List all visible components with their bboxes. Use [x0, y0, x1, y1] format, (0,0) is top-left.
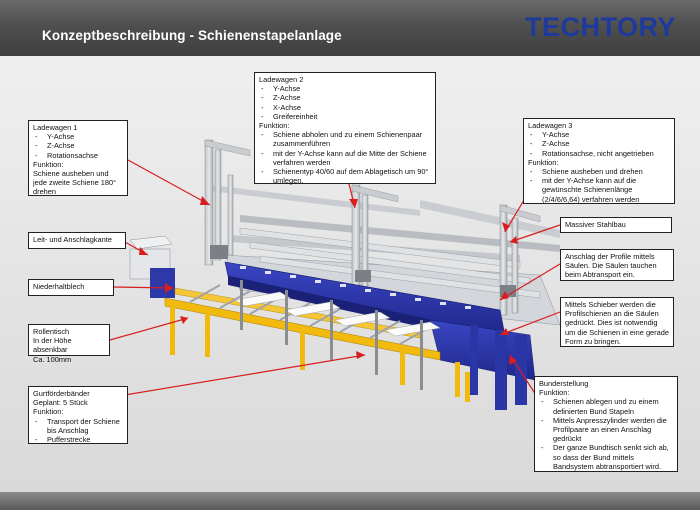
callout-line: Funktion:	[33, 407, 64, 417]
callout-massiver-stahlbau: Massiver Stahlbau	[560, 217, 672, 233]
callout-schieber: Mittels Schieber werden die Profilschien…	[560, 297, 674, 347]
callout-ladewagen-2: Ladewagen 2 Y-Achse Z-Achse X-Achse Grei…	[254, 72, 436, 185]
footer-bar	[0, 492, 700, 510]
callout-title: Ladewagen 2	[259, 75, 304, 84]
callout-ladewagen-1: Ladewagen 1 Y-Achse Z-Achse Rotationsach…	[28, 120, 128, 196]
callout-title: Ladewagen 3	[528, 121, 573, 130]
callout-line: Rollentisch	[33, 327, 70, 336]
callout-text: Schiene ausheben und jede zweite Schiene…	[33, 169, 117, 197]
callout-funktion-label: Funktion:	[539, 388, 570, 398]
callout-item: Der ganze Bundtisch senkt sich ab, so da…	[539, 443, 673, 471]
callout-item: Y-Achse	[259, 84, 431, 93]
yellow-roller-table	[164, 284, 470, 402]
page-title: Konzeptbeschreibung - Schienenstapelanla…	[42, 28, 342, 43]
callout-text: Leit- und Anschlagkante	[33, 235, 112, 244]
callout-gurtfoerderbaender: Gurtförderbänder Geplant: 5 Stück Funkti…	[28, 386, 128, 444]
callout-line: Gurtförderbänder	[33, 389, 90, 398]
callout-text: Mittels Schieber werden die Profilschien…	[565, 300, 669, 346]
callout-line: In der Höhe absenkbar	[33, 336, 72, 355]
gantry-posts	[204, 139, 541, 316]
callout-text: Massiver Stahlbau	[565, 220, 626, 229]
callout-bunderstellung: Bunderstellung Funktion: Schienen ablege…	[534, 376, 678, 472]
callout-item: Pufferstrecke	[33, 435, 123, 444]
header-bar: Konzeptbeschreibung - Schienenstapelanla…	[0, 0, 700, 56]
callout-item: Schienen ablegen und zu einem definierte…	[539, 397, 673, 415]
callout-line: Geplant: 5 Stück	[33, 398, 88, 408]
callout-item: Schiene ausheben und drehen	[528, 167, 670, 176]
callout-item: Z-Achse	[259, 93, 431, 102]
callout-item: mit der Y-Achse kann auf die Mitte der S…	[259, 149, 431, 167]
callout-rollentisch: Rollentisch In der Höhe absenkbar Ca. 10…	[28, 324, 110, 364]
techtory-logo: TECHTORY	[525, 12, 685, 42]
callout-item: Y-Achse	[33, 132, 123, 141]
callout-funktion-label: Funktion:	[259, 121, 290, 131]
callout-item: Schienentyp 40/60 auf dem Ablagetisch um…	[259, 167, 431, 185]
callout-funktion-label: Funktion:	[528, 157, 559, 167]
callout-anschlag: Anschlag der Profile mittels Säulen. Die…	[560, 249, 674, 281]
callout-item: Z-Achse	[33, 141, 123, 150]
callout-item: Schiene abholen und zu einem Schienenpaa…	[259, 130, 431, 148]
callout-ladewagen-3: Ladewagen 3 Y-Achse Z-Achse Rotationsach…	[523, 118, 675, 204]
callout-text: Niederhaltblech	[33, 282, 85, 291]
callout-item: Mittels Anpresszylinder werden die Profi…	[539, 416, 673, 444]
callout-line: Ca. 100mm	[33, 354, 72, 364]
callout-text: Anschlag der Profile mittels Säulen. Die…	[565, 252, 657, 280]
callout-item: X-Achse	[259, 103, 431, 112]
leader-arrowheads	[139, 196, 518, 365]
callout-item: Greifereinheit	[259, 112, 431, 121]
callout-item: Y-Achse	[528, 130, 670, 139]
control-cabinet	[129, 235, 175, 298]
callout-funktion-label: Funktion:	[33, 159, 64, 169]
callout-title: Bunderstellung	[539, 379, 589, 388]
callout-niederhaltblech: Niederhaltblech	[28, 279, 114, 296]
callout-title: Ladewagen 1	[33, 123, 78, 132]
logo-text: TECHTORY	[525, 12, 677, 42]
callout-item: Rotationsachse	[33, 151, 123, 160]
callout-item: Rotationsachse, nicht angetrieben	[528, 149, 670, 158]
callout-item: mit der Y-Achse kann auf die gewünschte …	[528, 176, 670, 204]
callout-item: Z-Achse	[528, 139, 670, 148]
support-legs	[240, 280, 423, 390]
callout-item: Transport der Schiene bis Anschlag	[33, 417, 123, 435]
callout-leit-anschlagkante: Leit- und Anschlagkante	[28, 232, 126, 249]
